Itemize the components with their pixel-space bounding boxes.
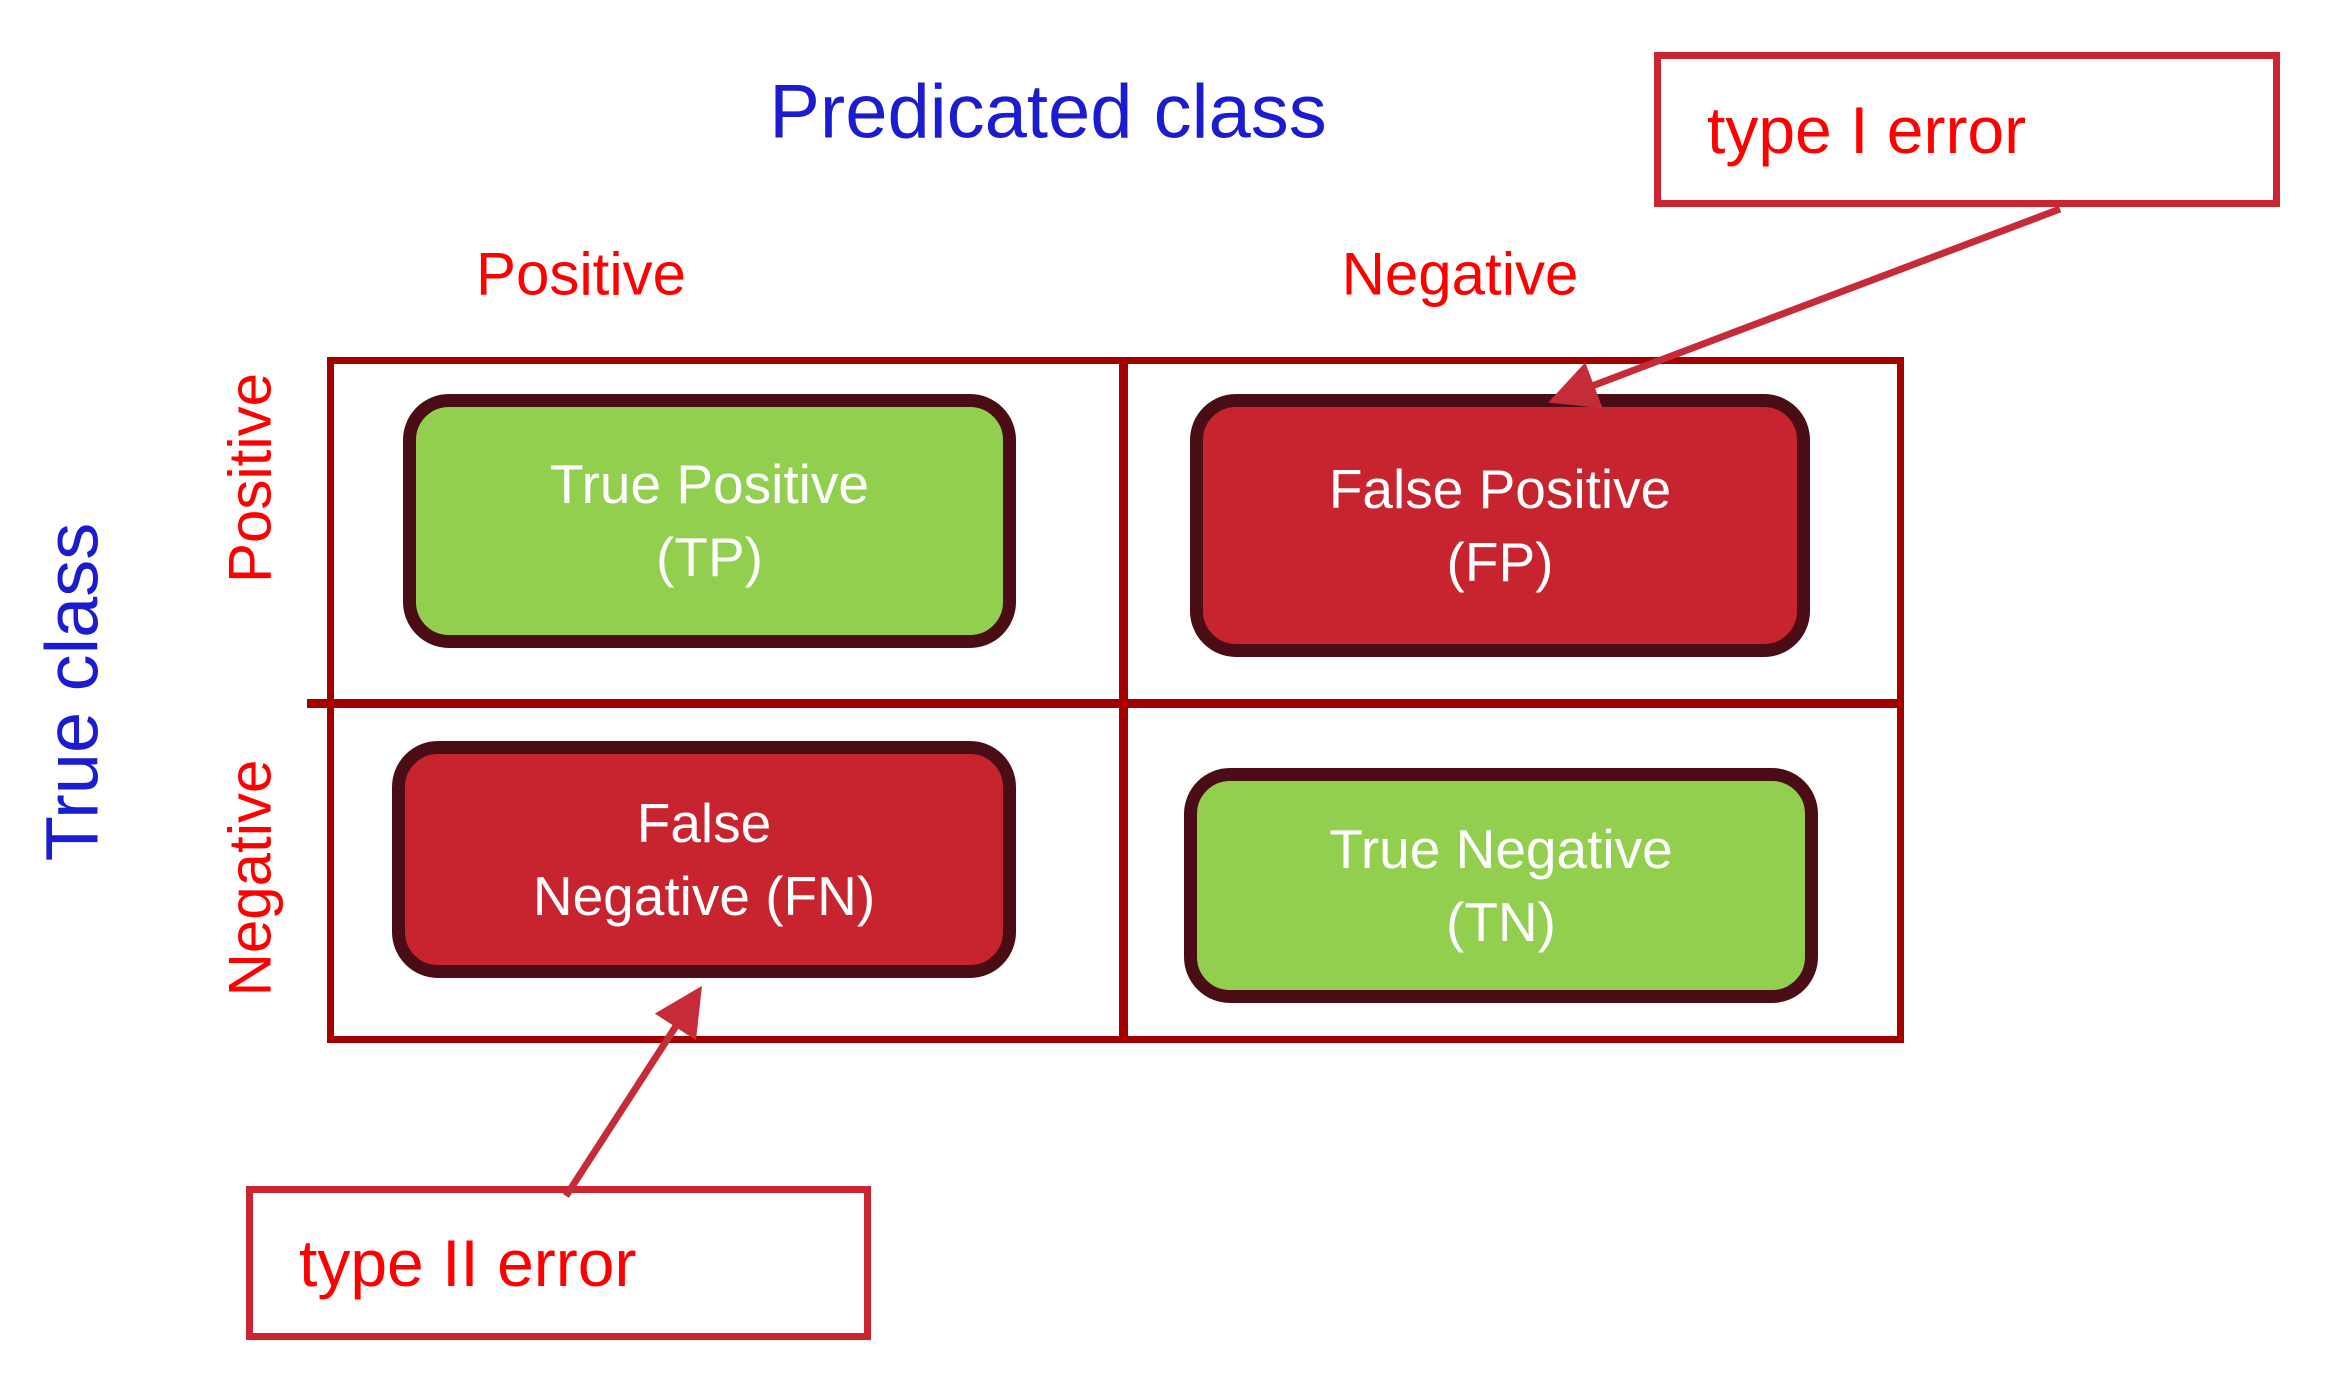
cell-false-positive-line1: False Positive <box>1328 457 1672 520</box>
cell-true-positive-line1: True Positive <box>550 453 869 516</box>
cell-false-negative-line1: False <box>636 791 772 854</box>
grid-horizontal-divider <box>307 699 1897 708</box>
type-1-error-callout: type I error <box>1654 52 2280 207</box>
type-1-error-label: type I error <box>1707 92 2027 167</box>
column-header-positive: Positive <box>475 240 687 308</box>
predicted-class-title: Predicated class <box>769 69 1327 155</box>
cell-false-negative: False Negative (FN) <box>392 741 1016 978</box>
cell-true-positive: True Positive (TP) <box>403 394 1016 648</box>
type-2-error-callout: type II error <box>246 1186 871 1340</box>
column-header-negative: Negative <box>1341 240 1579 308</box>
row-header-negative: Negative <box>216 759 284 997</box>
row-header-positive: Positive <box>216 372 284 584</box>
matrix-grid <box>307 357 1904 1043</box>
cell-true-negative: True Negative (TN) <box>1184 768 1818 1003</box>
cell-true-negative-line1: True Negative <box>1329 817 1673 880</box>
cell-true-positive-line2: (TP) <box>656 526 763 588</box>
cell-false-positive-line2: (FP) <box>1446 530 1554 593</box>
true-class-axis-label: True class <box>30 522 114 862</box>
cell-false-negative-line2: Negative (FN) <box>532 864 876 927</box>
cell-true-negative-line2: (TN) <box>1446 890 1556 953</box>
type-2-error-label: type II error <box>299 1226 637 1300</box>
cell-false-positive: False Positive (FP) <box>1190 394 1810 657</box>
